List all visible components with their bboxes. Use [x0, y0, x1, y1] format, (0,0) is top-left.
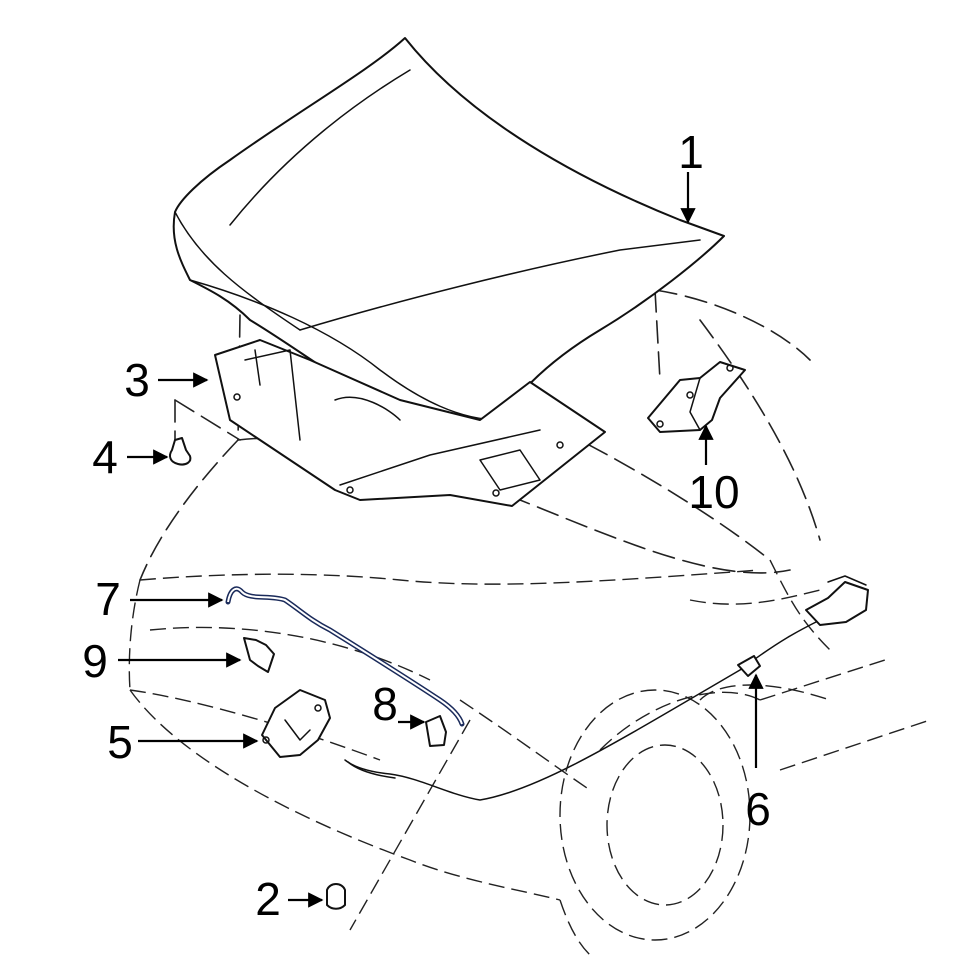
callout-labels: 1 2 3 4 5 6 7 8 9 10 [82, 126, 771, 925]
callout-4: 4 [92, 431, 118, 483]
callout-8: 8 [372, 678, 398, 730]
hood-support-rod [225, 586, 465, 727]
callout-2: 2 [255, 873, 281, 925]
rod-grommet [425, 715, 447, 747]
hood-cushion [326, 883, 346, 910]
hood-insulator [214, 339, 606, 507]
callout-5: 5 [107, 716, 133, 768]
callout-6: 6 [745, 783, 771, 835]
callout-arrows [118, 172, 764, 908]
callout-7: 7 [95, 573, 121, 625]
release-cable [344, 575, 869, 801]
vehicle-body-outline [128, 289, 931, 956]
rod-holder [243, 637, 275, 673]
insulator-clip [169, 437, 192, 466]
callout-1: 1 [678, 126, 704, 178]
hood-latch [261, 689, 331, 758]
callout-9: 9 [82, 635, 108, 687]
callout-10: 10 [688, 466, 739, 518]
hood-hinge [647, 361, 746, 433]
hood-panel [172, 37, 725, 427]
callout-3: 3 [124, 354, 150, 406]
